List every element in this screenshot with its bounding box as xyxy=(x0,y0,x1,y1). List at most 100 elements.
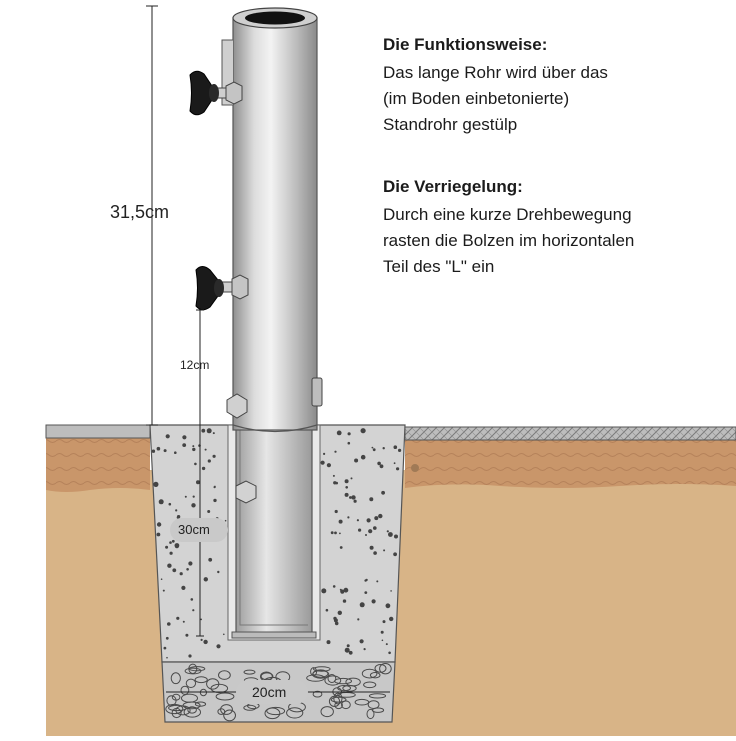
gravel-stone xyxy=(367,700,380,709)
gravel-stone xyxy=(334,677,353,685)
concrete-speckle xyxy=(179,572,183,576)
concrete-speckle xyxy=(212,454,216,458)
concrete-speckle xyxy=(383,549,386,552)
concrete-speckle xyxy=(348,650,353,655)
concrete-speckle xyxy=(343,587,349,593)
concrete-speckle xyxy=(200,618,203,621)
concrete-speckle xyxy=(385,603,391,609)
concrete-speckle xyxy=(181,585,186,591)
concrete-speckle xyxy=(175,509,178,512)
concrete-speckle xyxy=(184,495,187,498)
concrete-speckle xyxy=(188,654,192,658)
dimension-lines xyxy=(146,5,390,693)
concrete-speckle xyxy=(213,486,216,489)
concrete-speckle xyxy=(349,496,352,499)
gravel-stone xyxy=(194,701,207,707)
concrete-speckle xyxy=(393,552,397,557)
total-height-label: 31,5cm xyxy=(110,202,170,222)
function-line-3: Standrohr gestülp xyxy=(383,115,518,134)
concrete-speckle xyxy=(339,546,343,549)
gravel-stone xyxy=(379,663,392,675)
gravel-stone xyxy=(220,704,233,715)
concrete-speckle xyxy=(207,459,211,463)
concrete-speckle xyxy=(207,510,211,513)
function-heading: Die Funktionsweise: xyxy=(383,35,548,54)
concrete-speckle xyxy=(364,591,368,594)
gravel-stone xyxy=(243,704,257,711)
concrete-speckle xyxy=(358,528,362,532)
concrete-speckle xyxy=(165,636,169,640)
concrete-speckle xyxy=(204,448,207,451)
umbrella-tube xyxy=(221,7,323,433)
gravel-stone xyxy=(361,668,378,679)
gravel-stone xyxy=(168,704,187,712)
function-line-2: (im Boden einbetonierte) xyxy=(383,89,570,108)
concrete-speckle xyxy=(369,545,374,550)
gravel-stone xyxy=(170,672,181,685)
concrete-speckle xyxy=(167,622,171,626)
concrete-speckle xyxy=(182,620,185,623)
gravel-stone xyxy=(324,675,342,686)
concrete-speckle xyxy=(337,610,342,615)
gravel-stone xyxy=(333,692,343,705)
concrete-speckle xyxy=(365,578,368,582)
topsoil-left xyxy=(46,438,150,492)
concrete-speckle xyxy=(347,432,351,436)
gravel-stone xyxy=(342,684,357,692)
concrete-speckle xyxy=(212,432,215,435)
concrete-speckle xyxy=(363,648,366,651)
concrete-speckle xyxy=(368,529,373,534)
concrete-speckle xyxy=(369,497,374,502)
concrete-speckle xyxy=(326,463,331,468)
concrete-speckle xyxy=(334,450,337,453)
concrete-speckle xyxy=(344,479,349,484)
gravel-stone xyxy=(187,706,197,714)
concrete-speckle xyxy=(208,557,213,562)
concrete-speckle xyxy=(371,599,376,604)
concrete-speckle xyxy=(169,551,173,555)
concrete-speckle xyxy=(373,526,377,530)
concrete-speckle xyxy=(344,647,350,653)
gravel-stone xyxy=(368,693,387,699)
concrete-speckle xyxy=(350,477,353,480)
concrete-speckle xyxy=(398,448,402,452)
concrete-speckle xyxy=(374,516,379,521)
concrete-speckle xyxy=(213,498,217,503)
concrete-speckle xyxy=(176,515,181,519)
concrete-speckle xyxy=(206,428,212,434)
concrete-speckle xyxy=(333,481,337,485)
gravel-stone xyxy=(312,690,323,698)
concrete-speckle xyxy=(347,516,350,519)
gravel-stone xyxy=(184,667,202,675)
gravel-stone xyxy=(243,669,256,675)
lock-offset-label: 12cm xyxy=(180,358,210,372)
lock-heading: Die Verriegelung: xyxy=(383,177,523,196)
concrete-speckle xyxy=(357,618,360,621)
concrete-speckle xyxy=(336,430,342,436)
concrete-speckle xyxy=(334,509,338,514)
tube-bolt-left xyxy=(226,393,248,419)
concrete-speckle xyxy=(192,445,195,448)
concrete-speckle xyxy=(359,602,365,608)
lock-line-2: rasten die Bolzen im horizontalen xyxy=(383,231,635,250)
concrete-speckle xyxy=(381,639,384,642)
ground-tube-bolt xyxy=(235,480,257,504)
concrete-speckle xyxy=(163,449,167,453)
gravel-stone xyxy=(215,692,235,701)
concrete-speckle xyxy=(203,577,208,582)
gravel-stone xyxy=(266,706,286,716)
concrete-speckle xyxy=(168,502,172,506)
gravel-stone xyxy=(320,706,334,718)
concrete-speckle xyxy=(320,460,325,465)
concrete-speckle xyxy=(393,462,396,465)
concrete-speckle xyxy=(201,466,206,471)
concrete-speckle xyxy=(353,499,357,503)
depth-label: 30cm xyxy=(178,522,210,537)
concrete-speckle xyxy=(196,480,200,485)
concrete-speckle xyxy=(171,539,175,543)
concrete-speckle xyxy=(323,452,326,455)
gravel-stone xyxy=(194,676,208,684)
surface-left xyxy=(45,424,151,439)
concrete-speckle xyxy=(378,513,383,519)
gravel-stone xyxy=(327,674,337,683)
